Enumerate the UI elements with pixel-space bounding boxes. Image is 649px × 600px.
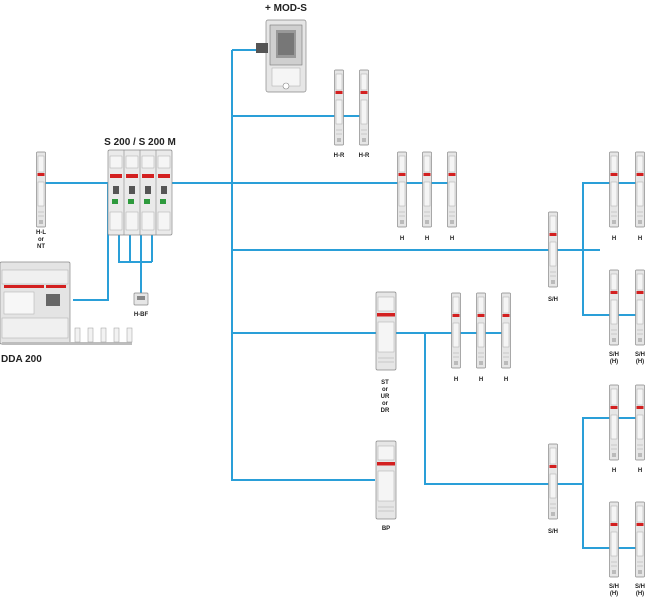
st-label-1: ST [381,380,389,386]
hl-label-3: NT [37,244,45,250]
sh-h-sub: (H) [610,359,618,365]
hr-label-1: H-R [334,153,345,159]
st-label-5: DR [381,408,390,414]
st-device [375,291,397,371]
hr-label-2: H-R [359,153,370,159]
bp-device [375,440,397,520]
h-label: H [479,377,483,383]
sh-label: S/H [548,297,558,303]
s200-breakers [107,149,173,236]
h-label: H [638,236,642,242]
h-label: H [450,236,454,242]
h-label: H [400,236,404,242]
sh-h-sub: (H) [636,359,644,365]
hbf-label: H-BF [134,312,149,318]
dda200-device [0,261,133,345]
hl-label-2: or [38,237,45,243]
bp-label: BP [382,526,390,532]
h-group-1 [397,151,457,228]
hr-devices [334,69,369,146]
sh-h-label: S/H [609,352,619,358]
sh-h-sub: (H) [636,591,644,597]
sh-h-label: S/H [635,352,645,358]
sh-h-label: S/H [635,584,645,590]
h-label: H [612,236,616,242]
sh-h-pair-1 [609,269,645,346]
st-label-4: or [382,401,389,407]
st-label-2: or [382,387,389,393]
h-group-2 [451,292,511,369]
h-pair-2 [609,384,645,461]
hbf-device [133,292,149,306]
sh-h-pair-2 [609,501,645,578]
h-label: H [454,377,458,383]
sh-device-2 [548,443,558,520]
sh-h-sub: (H) [610,591,618,597]
st-label-3: UR [381,394,390,400]
h-label: H [612,468,616,474]
sh-label: S/H [548,529,558,535]
s200-label: S 200 / S 200 M [104,137,176,148]
hl-label-1: H-L [36,230,46,236]
h-label: H [638,468,642,474]
sh-device-1 [548,211,558,288]
mod-s-device [256,19,307,93]
hl-device [36,151,46,228]
h-pair-1 [609,151,645,228]
mod-s-label: + MOD-S [265,3,307,14]
sh-h-label: S/H [609,584,619,590]
dda200-label: DDA 200 [1,354,42,365]
h-label: H [425,236,429,242]
h-label: H [504,377,508,383]
wires [45,49,640,549]
